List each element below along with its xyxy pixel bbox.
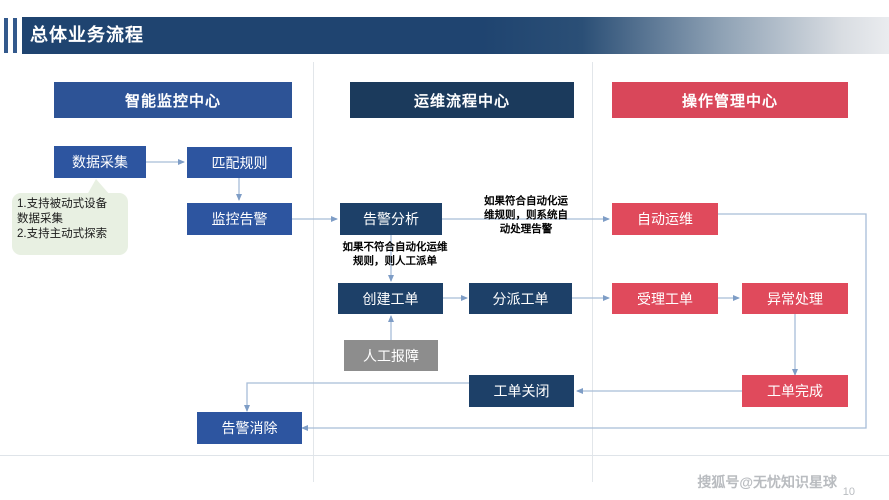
node-alarm-analysis[interactable]: 告警分析 [340, 203, 442, 235]
node-label: 数据采集 [72, 154, 128, 170]
header-intelligent-monitoring-center[interactable]: 智能监控中心 [54, 82, 292, 118]
node-create-ticket[interactable]: 创建工单 [338, 283, 443, 314]
header-label: 智能监控中心 [124, 92, 221, 110]
column-divider-left [313, 62, 314, 482]
node-label: 分派工单 [492, 290, 549, 307]
callout-line-2: 数据采集 [17, 213, 63, 225]
node-auto-ops[interactable]: 自动运维 [612, 203, 718, 235]
row-divider-bottom [0, 455, 889, 456]
node-exception-handling[interactable]: 异常处理 [742, 283, 848, 314]
node-accept-ticket[interactable]: 受理工单 [612, 283, 718, 314]
node-label: 监控告警 [211, 211, 268, 227]
node-label: 人工报障 [363, 347, 419, 364]
node-label: 工单完成 [767, 383, 823, 399]
node-ticket-complete[interactable]: 工单完成 [742, 375, 848, 407]
title-accent-tick-1 [4, 18, 8, 53]
node-label: 告警分析 [363, 211, 419, 227]
edge-label-auto-rule: 如果符合自动化运维规则，则系统自动处理告警 [484, 195, 568, 235]
callout-data-collection-notes: 1.支持被动式设备 数据采集 2.支持主动式探索 [12, 179, 128, 255]
page-number: 10 [842, 486, 855, 498]
header-ops-process-center[interactable]: 运维流程中心 [350, 82, 574, 118]
column-divider-right [592, 62, 593, 482]
node-manual-report[interactable]: 人工报障 [344, 340, 438, 371]
node-label: 异常处理 [767, 290, 823, 307]
page-title: 总体业务流程 [30, 25, 144, 45]
node-monitor-alarm[interactable]: 监控告警 [187, 203, 292, 235]
node-assign-ticket[interactable]: 分派工单 [469, 283, 572, 314]
node-match-rule[interactable]: 匹配规则 [187, 147, 292, 178]
node-data-collection[interactable]: 数据采集 [54, 146, 146, 178]
callout-line-3: 2.支持主动式探索 [17, 228, 108, 240]
title-bar-background [22, 17, 889, 54]
title-accent-tick-2 [13, 18, 17, 53]
callout-tail [87, 179, 110, 195]
callout-line-1: 1.支持被动式设备 [17, 198, 108, 210]
node-alarm-clear[interactable]: 告警消除 [197, 412, 302, 444]
header-label: 操作管理中心 [681, 92, 778, 110]
node-label: 受理工单 [637, 290, 693, 307]
edge-label-manual-rule: 如果不符合自动化运维规则，则人工派单 [342, 241, 448, 267]
node-label: 工单关闭 [493, 383, 550, 399]
node-ticket-close[interactable]: 工单关闭 [469, 375, 574, 407]
header-label: 运维流程中心 [413, 92, 510, 110]
watermark: 搜狐号@无忧知识星球 [697, 474, 837, 490]
node-label: 自动运维 [637, 211, 693, 227]
node-label: 匹配规则 [211, 154, 268, 171]
node-label: 创建工单 [362, 290, 419, 307]
node-label: 告警消除 [221, 420, 278, 436]
header-operation-management-center[interactable]: 操作管理中心 [612, 82, 848, 118]
slide-title-bar: 总体业务流程 [0, 17, 889, 54]
